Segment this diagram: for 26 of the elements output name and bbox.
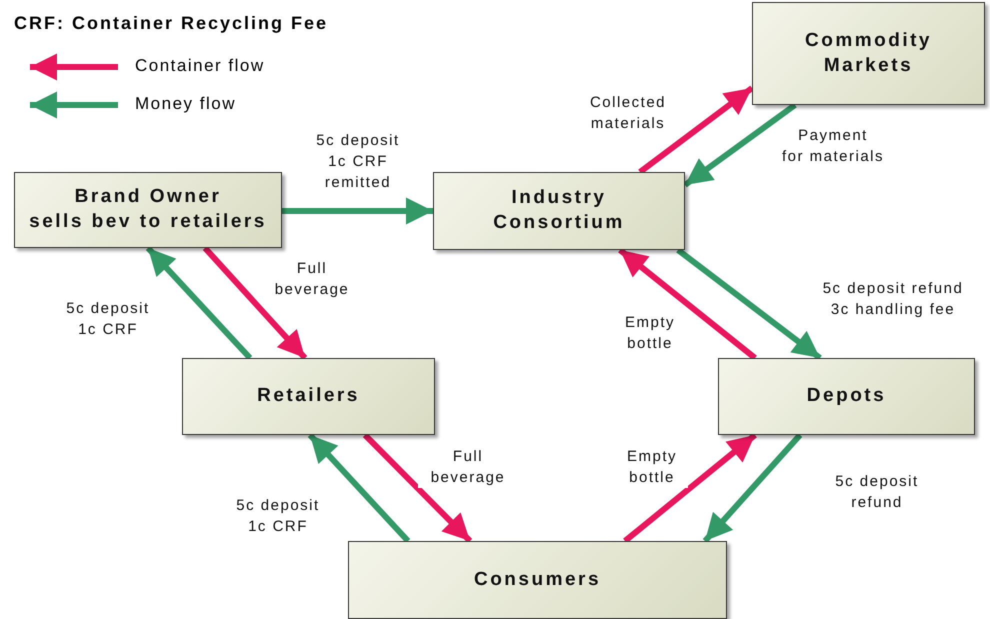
box-label: Depots (806, 384, 886, 408)
box-label: Consumers (474, 568, 602, 592)
arrow (146, 246, 252, 360)
process-box (182, 358, 435, 435)
legend-text: Money flow (135, 94, 236, 114)
box-label: Brand Owner sells bev to retailers (29, 185, 267, 234)
arrow (618, 248, 757, 360)
arrow (362, 432, 472, 544)
title: CRF: Container Recycling Fee (14, 13, 328, 34)
arrow (638, 86, 754, 174)
arrow (282, 198, 433, 224)
arrow (308, 432, 410, 544)
process-box (14, 172, 282, 248)
arrow (202, 246, 308, 360)
arrow (702, 433, 802, 543)
box-label: Retailers (257, 384, 360, 408)
legend-text: Container flow (135, 56, 265, 76)
process-box (433, 172, 685, 250)
arrow (676, 248, 822, 360)
arrow (623, 432, 757, 544)
process-box (348, 541, 727, 619)
process-box (752, 2, 985, 105)
process-box (718, 358, 975, 435)
box-label: Industry Consortium (493, 186, 625, 235)
arrow (683, 102, 797, 188)
box-label: Commodity Markets (805, 28, 932, 78)
